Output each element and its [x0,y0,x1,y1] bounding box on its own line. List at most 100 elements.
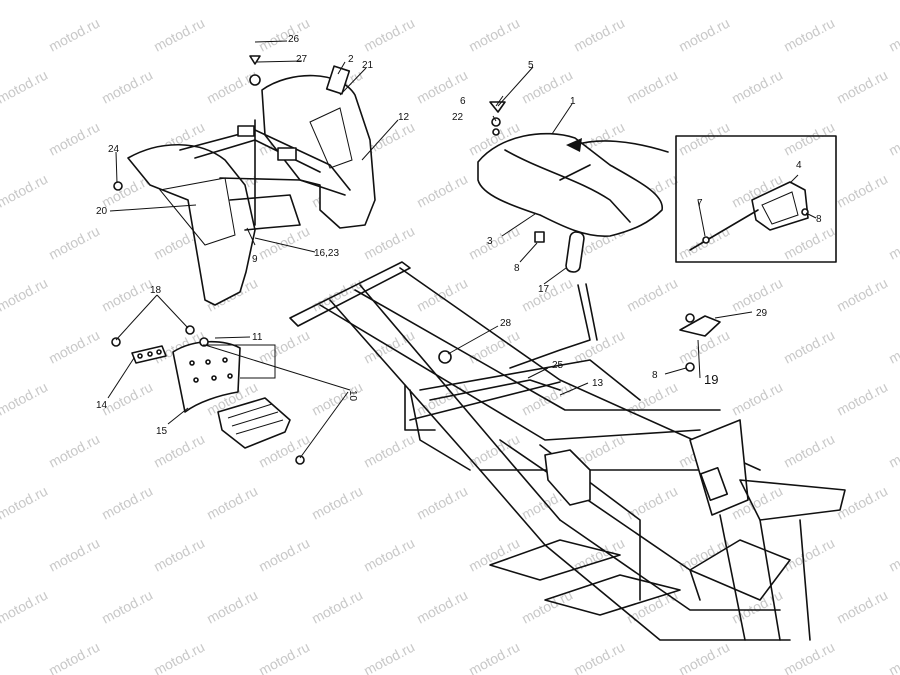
watermark-text: motod.ru [99,0,155,3]
watermark-text: motod.ru [99,275,155,315]
watermark-text: motod.ru [361,639,417,675]
callout-8-frame: 8 [652,370,658,381]
watermark-text: motod.ru [151,15,207,55]
callout-28: 28 [500,318,512,329]
watermark-text: motod.ru [834,379,890,419]
watermark-text: motod.ru [46,431,102,471]
seat [477,101,663,243]
callout-18: 18 [150,285,162,296]
watermark-text: motod.ru [781,119,837,159]
watermark-text: motod.ru [414,275,470,315]
watermark-text: motod.ru [781,431,837,471]
watermark-text: motod.ru [0,67,50,107]
watermark-text: motod.ru [151,639,207,675]
watermark-text: motod.ru [834,0,890,3]
watermark-text: motod.ru [309,587,365,627]
watermark-text: motod.ru [46,639,102,675]
main-frame [289,261,846,641]
watermark-text: motod.ru [729,0,785,3]
inset-detail [675,135,837,263]
watermark-text: motod.ru [99,587,155,627]
watermark-text: motod.ru [624,275,680,315]
callout-17: 17 [538,284,550,295]
watermark-text: motod.ru [466,15,522,55]
watermark-text: motod.ru [46,119,102,159]
callout-10: 10 [347,390,358,402]
grab-bar [509,231,598,369]
callout-22: 22 [452,112,464,123]
watermark-text: motod.ru [676,119,732,159]
bracket-plate [111,325,209,364]
watermark-text: motod.ru [204,67,260,107]
watermark-text: motod.ru [204,587,260,627]
watermark-text: motod.ru [624,483,680,523]
callout-19: 19 [704,372,718,387]
callout-2: 2 [348,54,354,65]
watermark-text: motod.ru [834,67,890,107]
watermark-text: motod.ru [886,223,900,263]
callout-9: 9 [252,254,258,265]
callout-29: 29 [756,308,768,319]
watermark-text: motod.ru [361,431,417,471]
watermark-text: motod.ru [886,327,900,367]
watermark-text: motod.ru [46,223,102,263]
watermark-text: motod.ru [886,119,900,159]
watermark-text: motod.ru [781,15,837,55]
watermark-text: motod.ru [414,483,470,523]
callout-15: 15 [156,426,168,437]
flap-outline [203,344,276,379]
seat-arrowhead [566,138,582,152]
watermark-text: motod.ru [834,587,890,627]
watermark-text: motod.ru [729,67,785,107]
watermark-text: motod.ru [571,327,627,367]
watermark-text: motod.ru [781,639,837,675]
callout-14: 14 [96,400,108,411]
watermark-text: motod.ru [46,327,102,367]
watermark-text: motod.ru [886,639,900,675]
watermark-text: motod.ru [886,431,900,471]
callout-4: 4 [796,160,802,171]
watermark-text: motod.ru [414,587,470,627]
watermark-text: motod.ru [834,171,890,211]
watermark-text: motod.ru [256,639,312,675]
watermark-text: motod.ru [886,535,900,575]
callout-13: 13 [592,378,604,389]
callout-11: 11 [252,332,263,343]
watermark-text: motod.ru [309,483,365,523]
callout-3: 3 [487,236,493,247]
callout-25: 25 [552,360,564,371]
callout-1: 1 [570,96,576,107]
watermark-text: motod.ru [46,535,102,575]
watermark-text: motod.ru [886,15,900,55]
callout-7: 7 [697,198,703,209]
watermark-text: motod.ru [151,535,207,575]
callout-27: 27 [296,54,308,65]
callout-20: 20 [96,206,108,217]
watermark-text: motod.ru [0,0,50,3]
callout-21: 21 [362,60,374,71]
watermark-text: motod.ru [519,0,575,3]
watermark-text: motod.ru [256,327,312,367]
mud-flap [172,340,241,413]
watermark-text: motod.ru [0,483,50,523]
watermark-text: motod.ru [361,15,417,55]
watermark-text: motod.ru [624,0,680,3]
skid-plate [217,397,305,465]
watermark-text: motod.ru [46,15,102,55]
watermark-text: motod.ru [309,0,365,3]
callout-5: 5 [528,60,534,71]
callout-6: 6 [460,96,466,107]
callout-8-inset: 8 [816,214,822,225]
watermark-text: motod.ru [204,0,260,3]
watermark-text: motod.ru [676,535,732,575]
watermark-text: motod.ru [781,223,837,263]
watermark-text: motod.ru [466,639,522,675]
watermark-text: motod.ru [0,379,50,419]
watermark-text: motod.ru [414,0,470,3]
watermark-text: motod.ru [466,535,522,575]
watermark-text: motod.ru [204,483,260,523]
watermark-text: motod.ru [414,171,470,211]
